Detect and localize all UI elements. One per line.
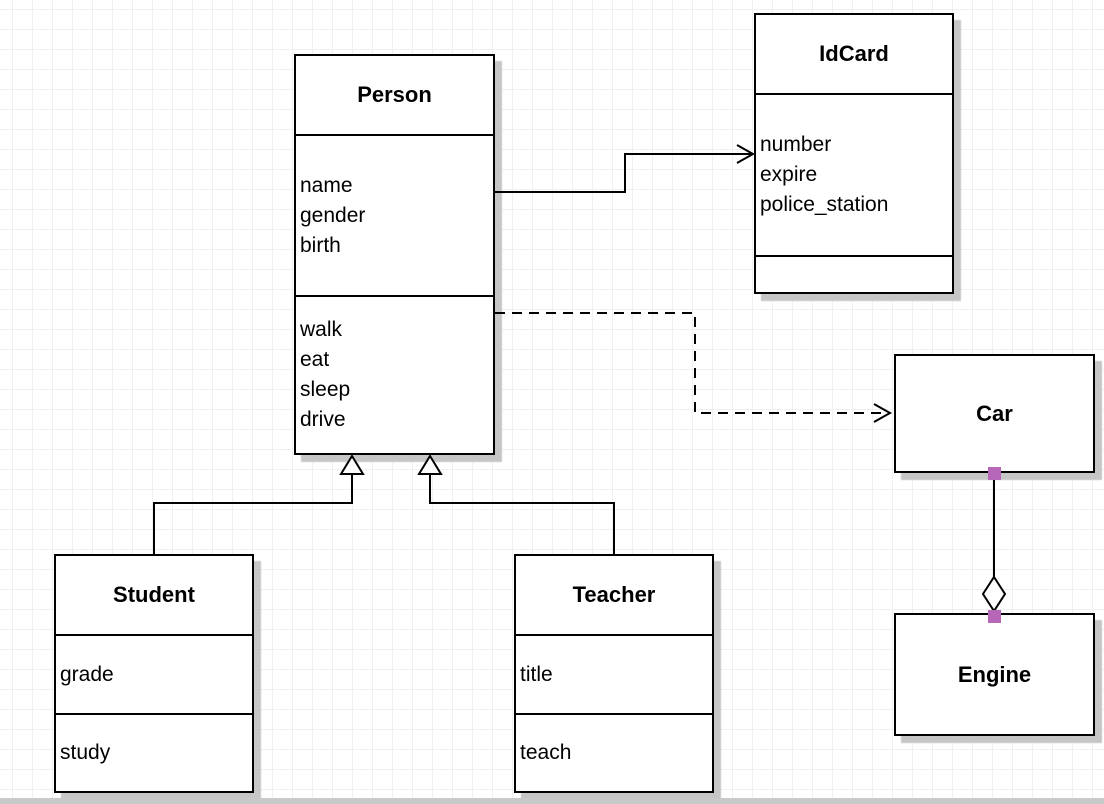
method: study [60, 741, 111, 764]
class-title: Teacher [572, 582, 656, 607]
method: teach [520, 741, 572, 764]
method: sleep [300, 378, 351, 401]
class-person[interactable]: Person name gender birth walk eat sleep drive [294, 54, 495, 455]
class-title: Engine [957, 661, 1032, 687]
attribute: number [760, 133, 832, 156]
edge-teacher-person[interactable] [417, 454, 615, 554]
edge-line[interactable] [153, 474, 353, 554]
attribute: title [520, 662, 553, 686]
method: eat [300, 348, 330, 371]
edge-person-idcard[interactable] [495, 144, 756, 193]
attribute: name [300, 173, 353, 197]
attribute: police_station [760, 193, 889, 216]
edge-line[interactable] [429, 474, 615, 554]
endpoint-handle-icon[interactable] [988, 467, 1001, 480]
methods-section: teach [516, 713, 712, 791]
attribute: expire [760, 163, 818, 186]
class-car[interactable]: Car [894, 354, 1095, 473]
hollow-triangle-icon [339, 454, 365, 475]
edge-line[interactable] [495, 153, 751, 193]
hollow-triangle-icon [417, 454, 443, 475]
class-title: IdCard [819, 41, 889, 66]
edge-student-person[interactable] [153, 454, 365, 554]
attribute: birth [300, 233, 341, 257]
edge-car-engine[interactable] [981, 467, 1007, 623]
hollow-diamond-icon [981, 575, 1007, 613]
methods-section [756, 255, 952, 292]
canvas-bottom-edge [0, 798, 1104, 804]
attributes-section: number expire police_station [756, 93, 952, 255]
method: walk [300, 318, 343, 341]
attribute: grade [60, 662, 114, 686]
class-idcard[interactable]: IdCard number expire police_station [754, 13, 954, 294]
methods-section: study [56, 713, 252, 791]
class-title: Person [357, 82, 432, 107]
attributes-section: name gender birth [296, 134, 493, 295]
attribute: gender [300, 203, 366, 227]
open-arrow-icon [736, 144, 756, 164]
class-student[interactable]: Student grade study [54, 554, 254, 793]
class-engine[interactable]: Engine [894, 613, 1095, 736]
attributes-section: title [516, 634, 712, 713]
class-title: Student [113, 582, 195, 607]
class-teacher[interactable]: Teacher title teach [514, 554, 714, 793]
methods-section: walk eat sleep drive [296, 295, 493, 453]
endpoint-handle-icon[interactable] [988, 610, 1001, 623]
open-arrow-icon [873, 403, 893, 423]
class-title: Car [976, 400, 1013, 426]
method: drive [300, 408, 346, 431]
edge-person-car[interactable] [495, 312, 893, 423]
attributes-section: grade [56, 634, 252, 713]
edge-line[interactable] [495, 312, 888, 414]
